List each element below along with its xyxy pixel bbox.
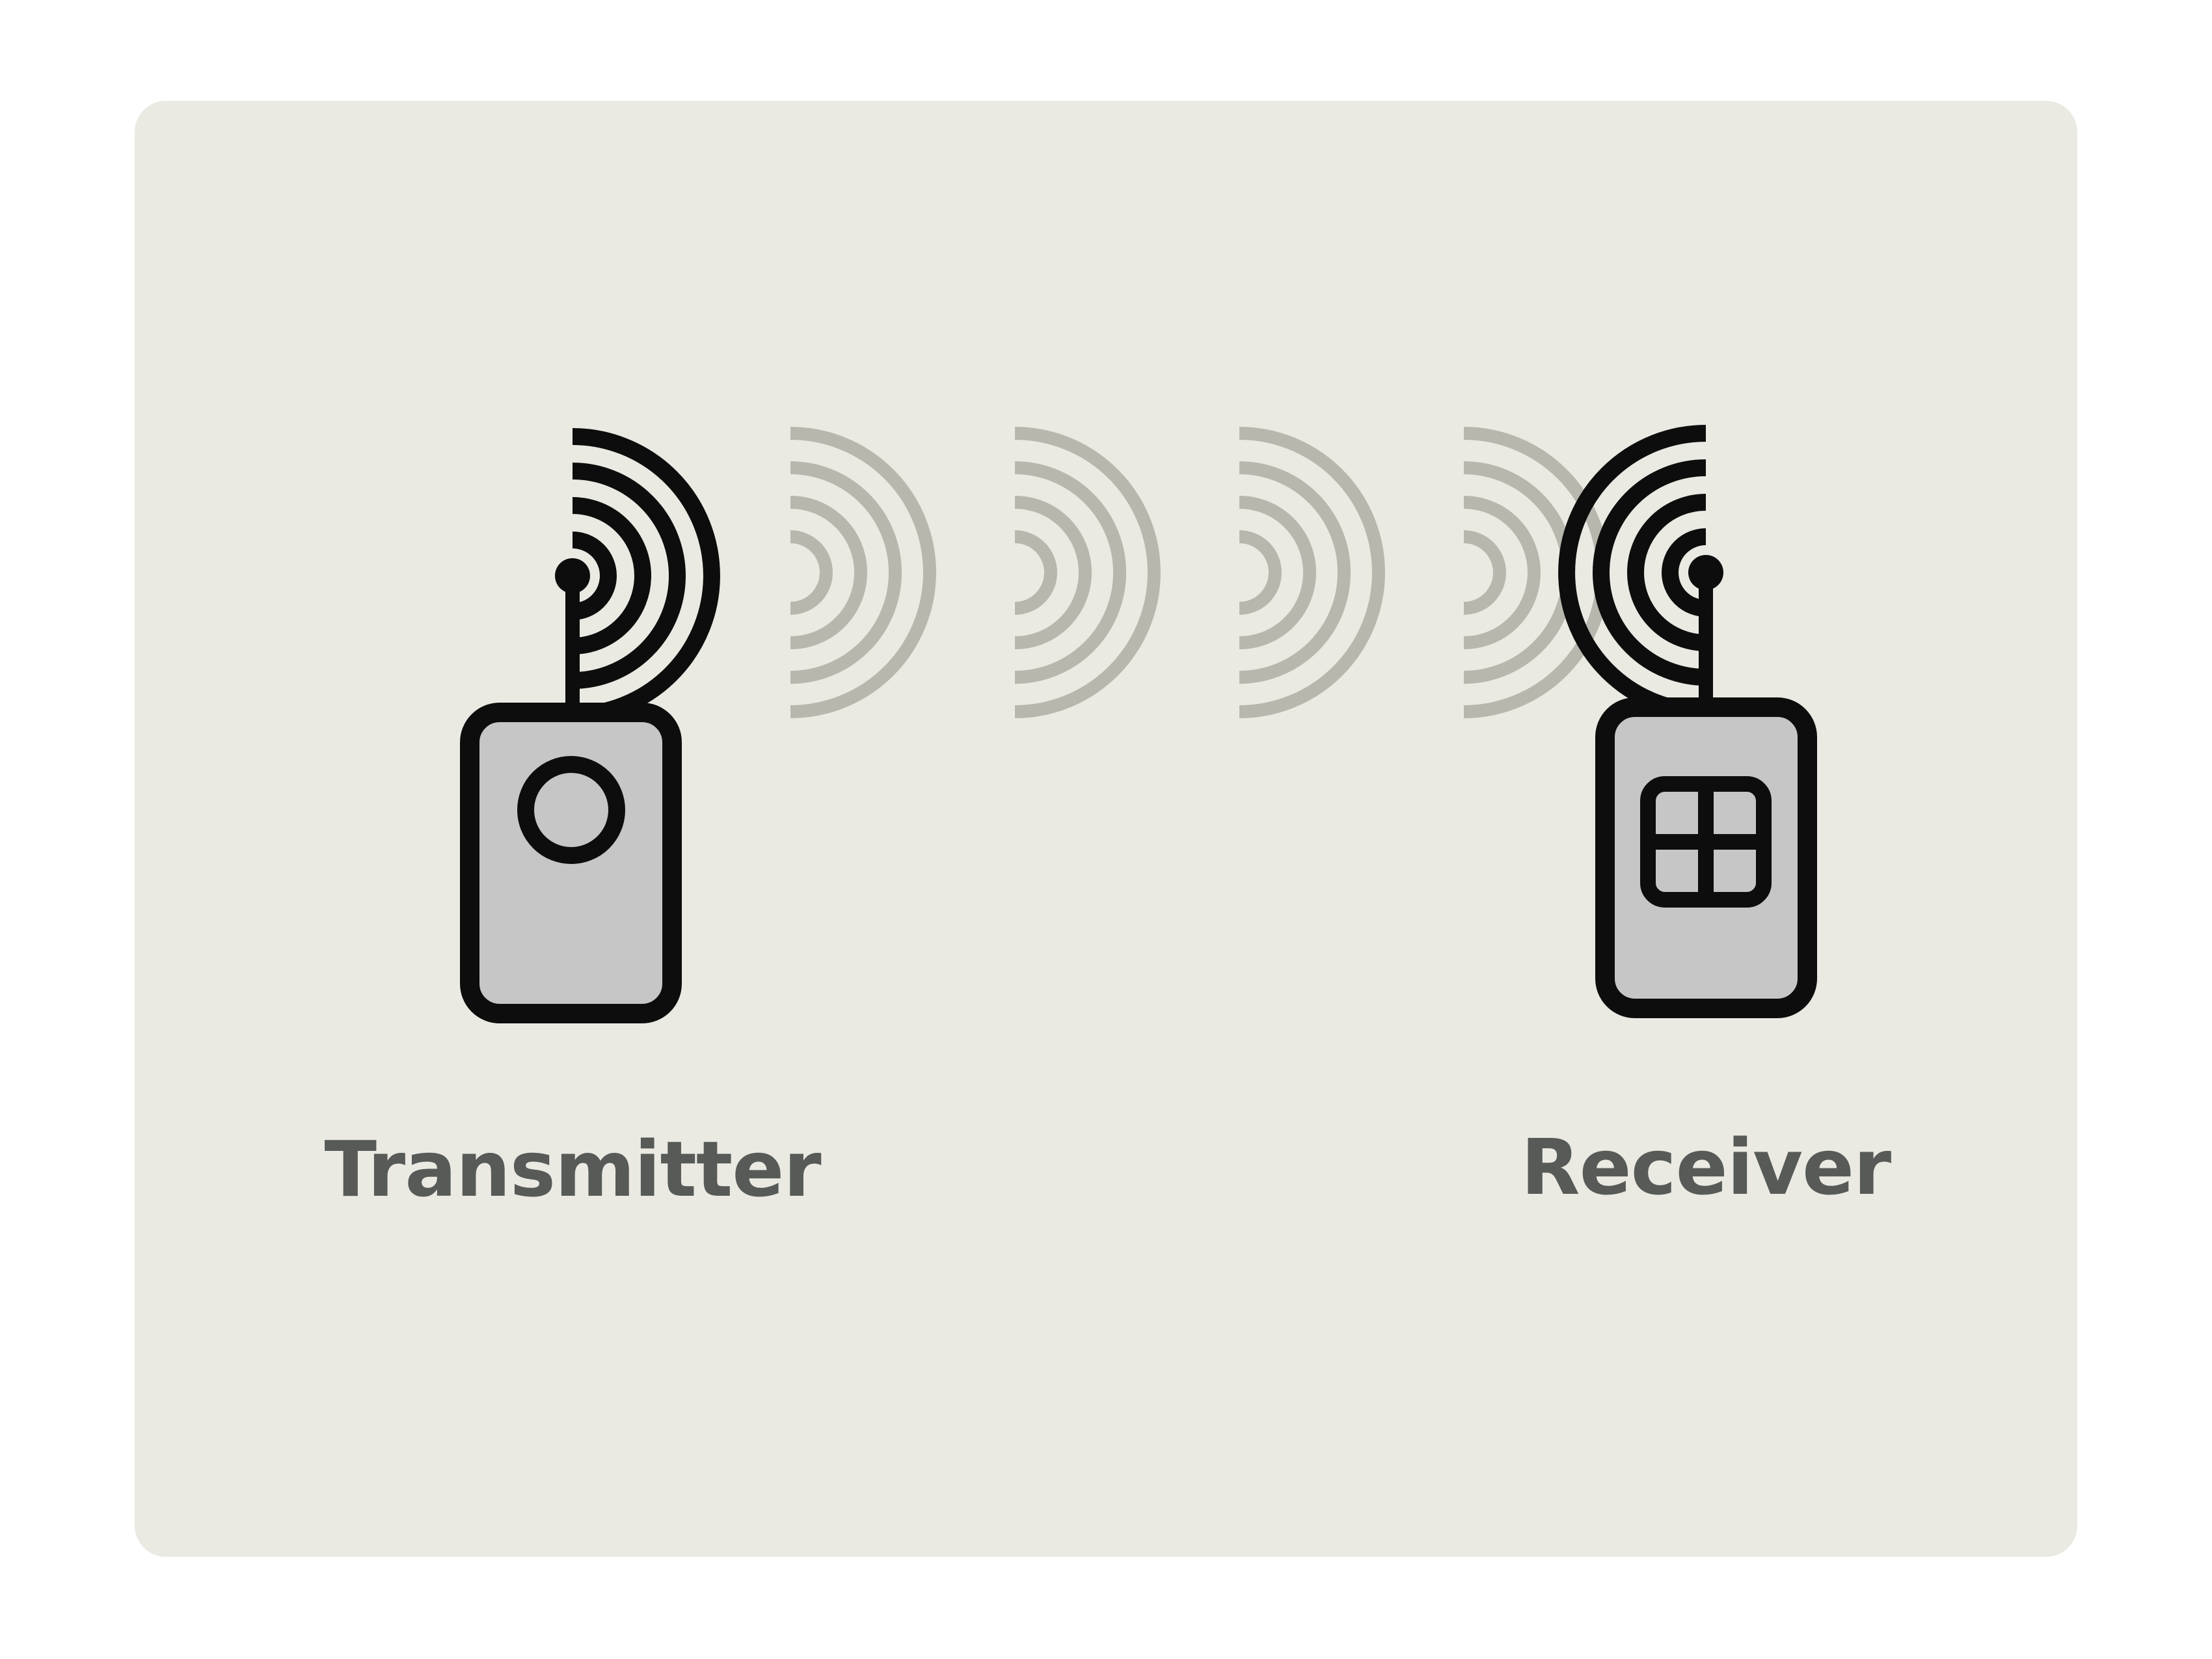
transmitter-signal-waves-icon [573,437,712,715]
traveling-wave-group-2-icon [1015,433,1154,712]
traveling-wave-group-3-icon [1239,433,1379,712]
transmitter-label: Transmitter [324,1124,821,1214]
transmitter-antenna-tip-icon [555,558,590,593]
receiver-grid-display[interactable] [1640,776,1772,908]
traveling-wave-group-4-icon [1464,433,1603,712]
receiver-signal-waves-icon [1567,433,1706,712]
transmitter-device[interactable] [460,437,712,1023]
traveling-signal-waves [790,433,1603,712]
receiver-label: Receiver [1521,1122,1891,1212]
traveling-wave-group-1-icon [790,433,930,712]
receiver-antenna-tip-icon [1688,555,1723,590]
receiver-device[interactable] [1567,433,1817,1018]
transmitter-round-button[interactable] [517,756,625,864]
